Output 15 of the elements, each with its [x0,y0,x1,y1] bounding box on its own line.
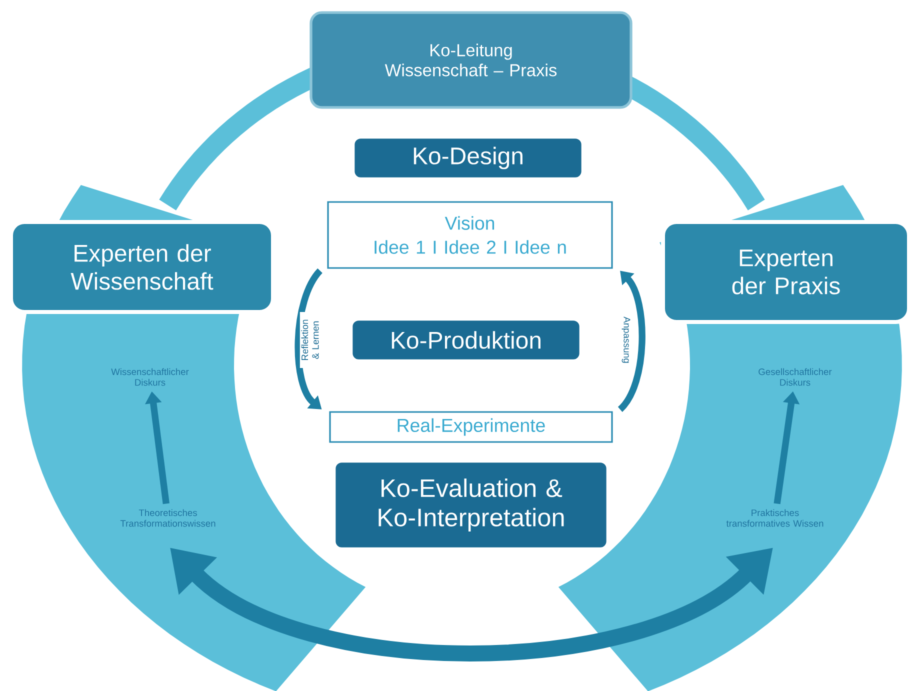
lead-box: Ko-Leitung Wissenschaft – Praxis [310,11,632,109]
ring-text: Gesellschaftlicher Diskurs [758,368,832,386]
edge-label: Anpassung [620,312,632,368]
ring-text: Theoretisches Transformationswissen [120,509,216,527]
stage-box: Ko-Produktion [351,319,581,361]
outline-box: Real-Experimente [329,411,613,443]
stage-box: Ko-Design [353,137,583,179]
expert-box: Experten der Praxis [661,220,911,324]
stage-box: Ko-Evaluation & Ko-Interpretation [334,461,608,549]
outline-box: Vision Idee 1 I Idee 2 I Idee n [327,201,613,269]
ring-text: Wissenschaftlicher Diskurs [111,368,189,386]
ring-text: Praktisches transformatives Wissen [726,509,824,527]
edge-label: Reflektion & Lernen [300,312,320,368]
expert-box: Experten der Wissenschaft [9,220,275,314]
arrow [294,268,323,410]
